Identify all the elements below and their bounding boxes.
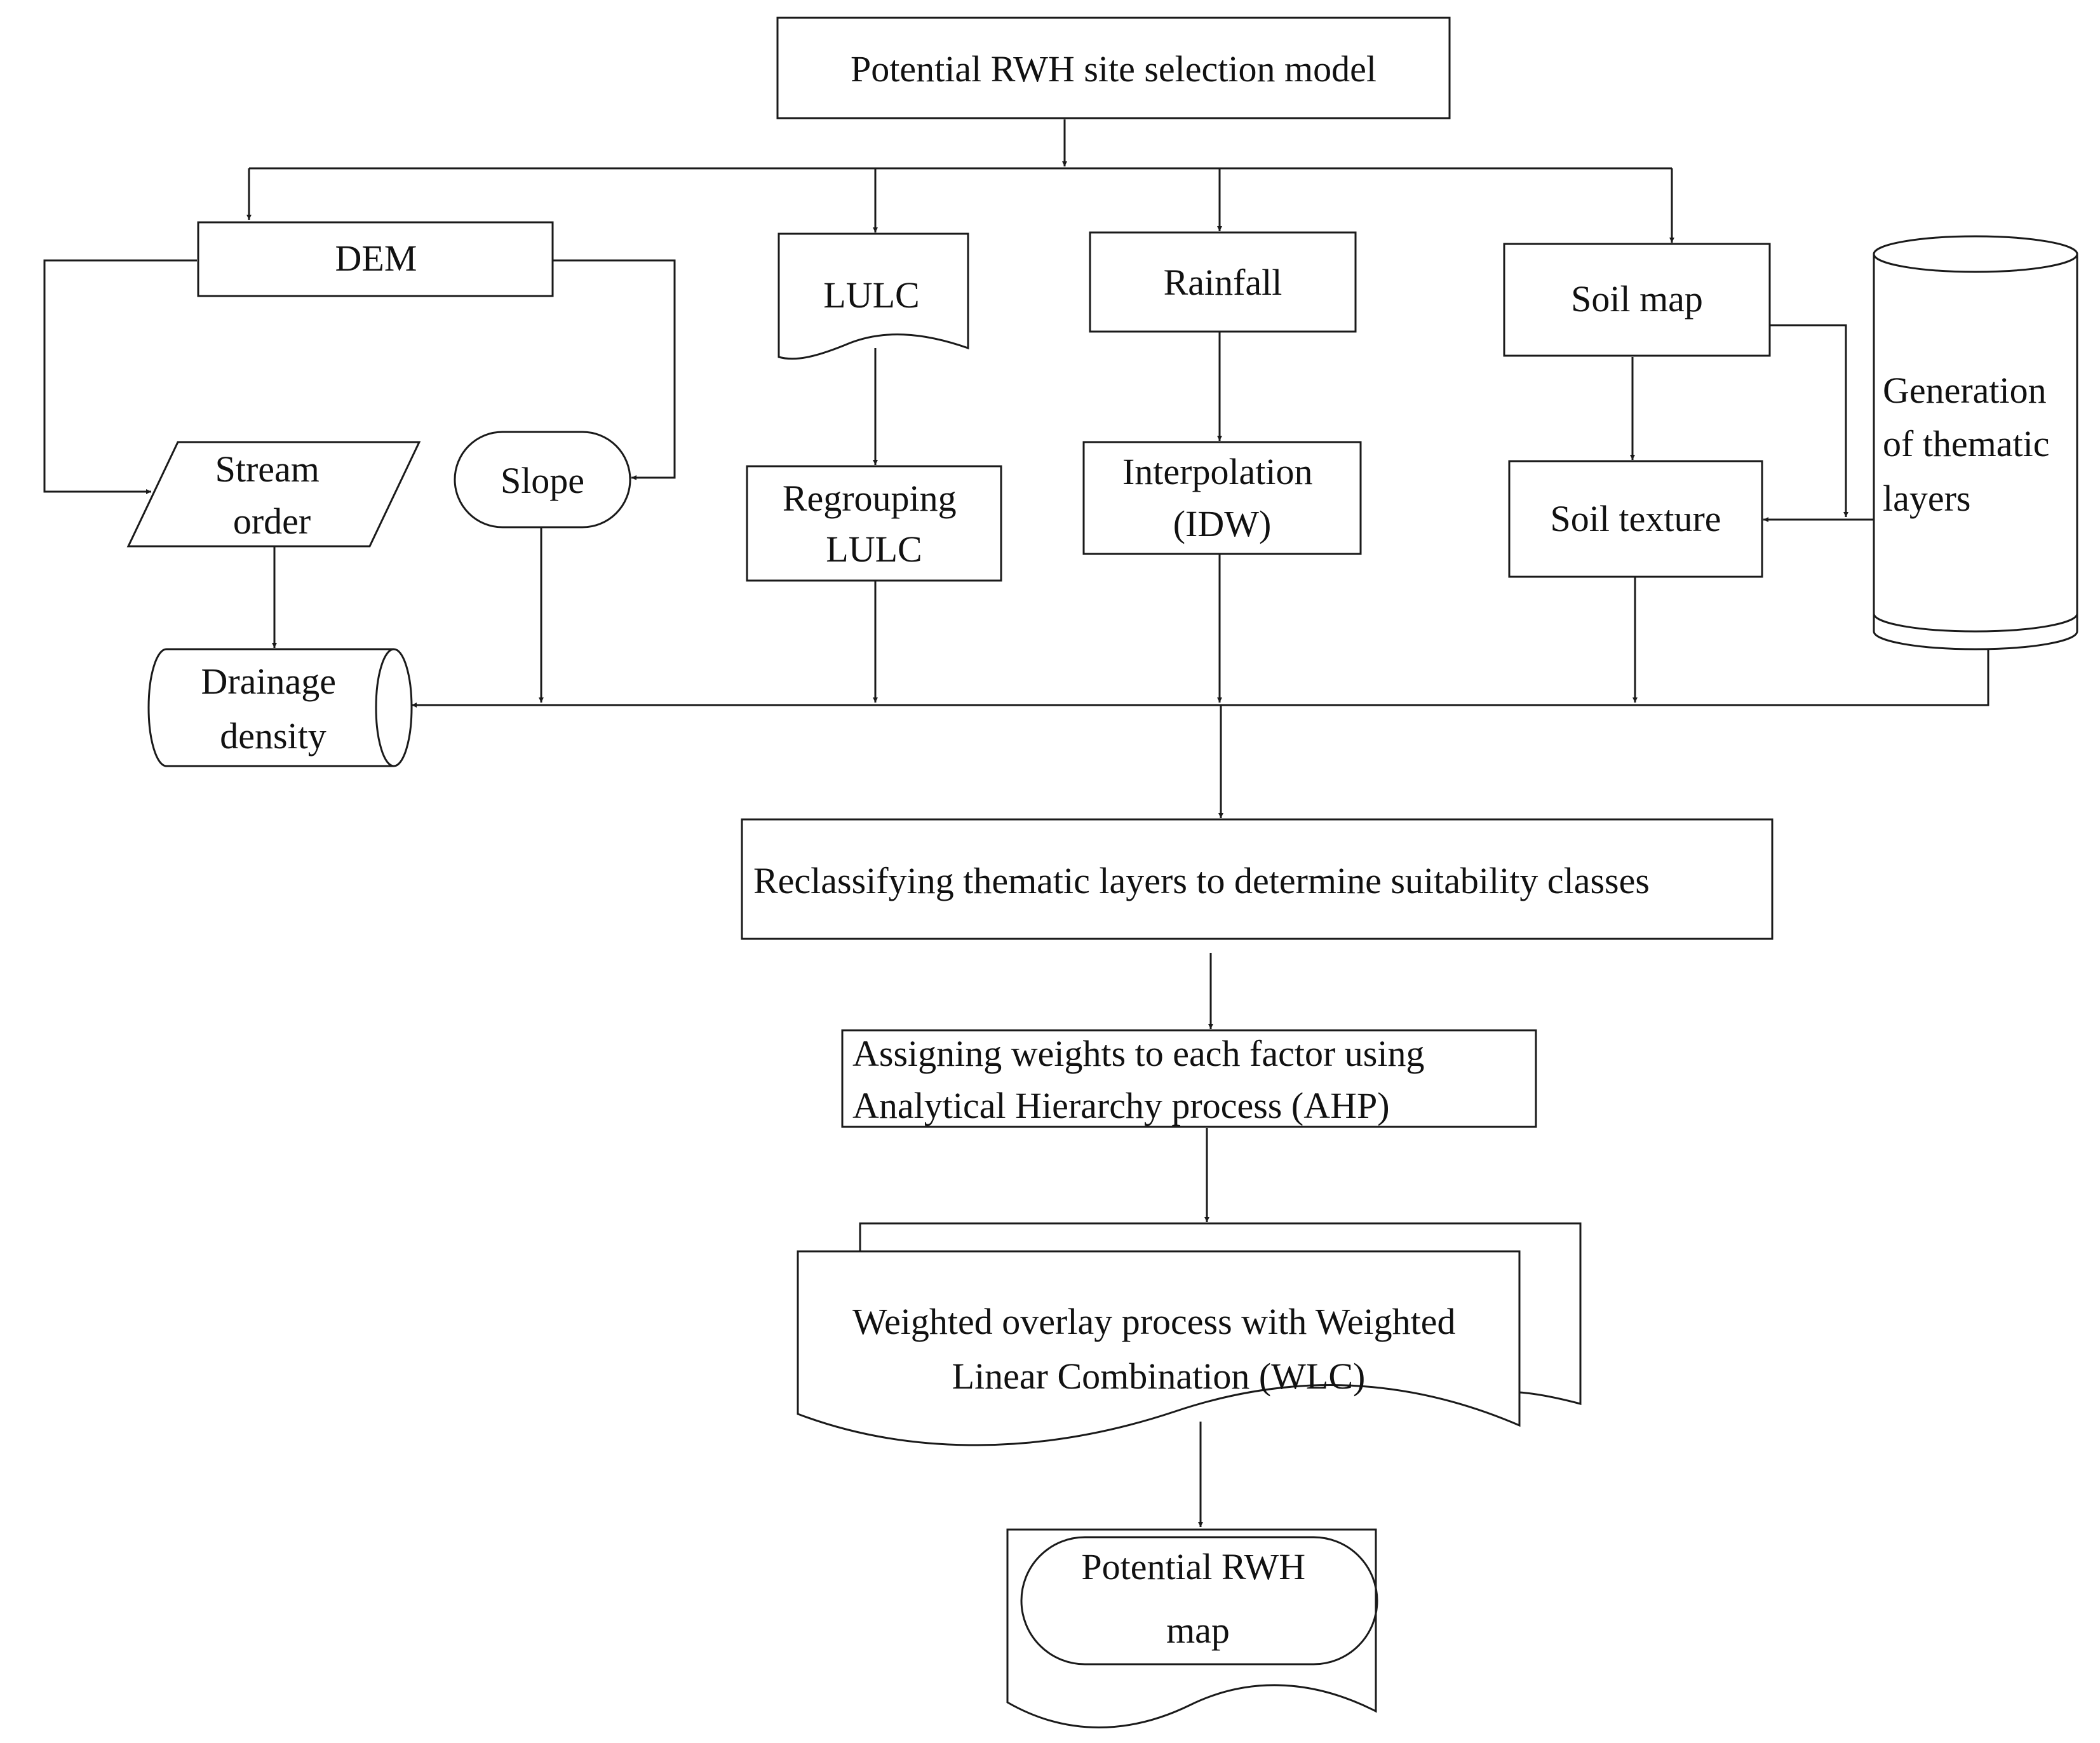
node-drainage: Drainage density <box>147 648 413 767</box>
reclassify-line-1: Reclassifying thematic layers to determi… <box>753 860 1650 901</box>
soil-map-line-1: Soil map <box>1571 278 1703 320</box>
node-soil-map: Soil map <box>1503 243 1771 357</box>
node-slope: Slope <box>454 431 631 528</box>
stream-order-label: Stream order <box>215 448 329 542</box>
soil-texture-line-1: Soil texture <box>1550 498 1721 539</box>
dem-line-1: DEM <box>335 238 417 279</box>
interpolation-label: Interpolation (IDW) <box>1122 451 1322 544</box>
ahp-line-1: Assigning weights to each factor using <box>852 1033 1424 1074</box>
node-dem: DEM <box>197 221 554 297</box>
node-overlay: Weighted overlay process with Weighted L… <box>797 1222 1582 1446</box>
overlay-line-2: Linear Combination (WLC) <box>952 1356 1366 1397</box>
generation-label: Generation of thematic layers <box>1883 370 2059 519</box>
node-reclassify: Reclassifying thematic layers to determi… <box>741 818 1774 940</box>
node-ahp: Assigning weights to each factor using A… <box>841 1029 1537 1128</box>
rainfall-label: Rainfall <box>1164 262 1282 303</box>
collection-bus <box>412 649 1989 708</box>
edge-soilmap-generation <box>1770 324 1848 517</box>
node-lulc: LULC <box>777 232 969 360</box>
slope-line-1: Slope <box>501 460 584 501</box>
node-stream-order: Stream order <box>126 441 421 548</box>
node-rainfall: Rainfall <box>1089 231 1357 333</box>
interpolation-line-2: (IDW) <box>1173 503 1272 544</box>
drainage-line-1: Drainage <box>201 661 336 702</box>
generation-line-1: Generation <box>1883 370 2047 411</box>
regrouping-line-2: LULC <box>826 528 922 570</box>
node-interpolation: Interpolation (IDW) <box>1082 441 1362 555</box>
regrouping-line-1: Regrouping <box>783 478 957 519</box>
title-label: Potential RWH site selection model <box>851 48 1376 90</box>
potential-map-label: Potential RWH map <box>1081 1546 1314 1651</box>
node-regrouping: Regrouping LULC <box>746 465 1002 582</box>
node-title: Potential RWH site selection model <box>776 17 1451 119</box>
lulc-line-1: LULC <box>823 274 919 316</box>
generation-line-3: layers <box>1883 478 1971 519</box>
edge-dem-stream-order <box>43 259 197 494</box>
potential-map-line-2: map <box>1166 1610 1230 1651</box>
dem-label: DEM <box>335 238 417 279</box>
overlay-label: Weighted overlay process with Weighted L… <box>852 1301 1465 1397</box>
drainage-line-2: density <box>220 715 326 757</box>
reclassify-label: Reclassifying thematic layers to determi… <box>753 860 1650 901</box>
potential-map-line-1: Potential RWH <box>1081 1546 1305 1587</box>
stream-order-line-1: Stream <box>215 448 320 490</box>
soil-map-label: Soil map <box>1571 278 1703 320</box>
ahp-line-2: Analytical Hierarchy process (AHP) <box>852 1085 1390 1126</box>
node-soil-texture: Soil texture <box>1508 460 1763 578</box>
generation-line-2: of thematic <box>1883 423 2050 464</box>
connectors <box>43 119 1989 1527</box>
ahp-label: Assigning weights to each factor using A… <box>852 1033 1434 1126</box>
lulc-label: LULC <box>823 274 919 316</box>
drainage-label: Drainage density <box>201 661 345 757</box>
soil-texture-label: Soil texture <box>1550 498 1721 539</box>
edge-dem-slope <box>553 259 676 480</box>
node-potential-map: Potential RWH map <box>1006 1528 1378 1728</box>
rainfall-line-1: Rainfall <box>1164 262 1282 303</box>
node-generation: Generation of thematic layers <box>1873 235 2078 650</box>
slope-label: Slope <box>501 460 584 501</box>
stream-order-line-2: order <box>233 501 311 542</box>
regrouping-label: Regrouping LULC <box>783 478 966 570</box>
overlay-line-1: Weighted overlay process with Weighted <box>852 1301 1456 1342</box>
title-line-1: Potential RWH site selection model <box>851 48 1376 90</box>
interpolation-line-1: Interpolation <box>1122 451 1313 492</box>
